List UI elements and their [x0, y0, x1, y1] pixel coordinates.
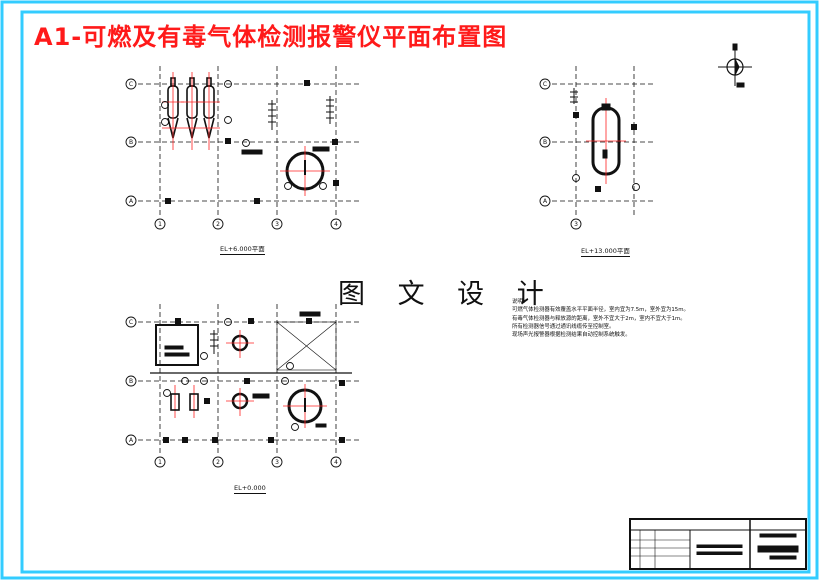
- svg-text:4: 4: [334, 459, 338, 466]
- svg-text:3: 3: [275, 221, 279, 228]
- plan-el13: [539, 66, 655, 230]
- notes-line: 有毒气体检测器与释放源的距离，室外不宜大于2m，室内不宜大于1m。: [512, 315, 686, 322]
- svg-text:2: 2: [216, 221, 220, 228]
- plan-caption-el0: EL+0.000: [234, 484, 266, 494]
- sheet-border-inner: [20, 10, 811, 574]
- svg-text:A: A: [543, 198, 548, 205]
- svg-text:C: C: [129, 319, 133, 326]
- title-block: [629, 518, 807, 570]
- notes-heading: 说明：: [512, 299, 529, 305]
- watermark-text: 图 文 设 计: [338, 279, 556, 310]
- plan-el6: [125, 66, 362, 230]
- svg-text:4: 4: [334, 221, 338, 228]
- svg-text:2: 2: [216, 459, 220, 466]
- svg-text:B: B: [129, 139, 133, 146]
- svg-text:A: A: [129, 198, 134, 205]
- plan-caption-el6: EL+6.000平面: [220, 245, 265, 255]
- svg-text:1: 1: [158, 221, 162, 228]
- drawing-title: A1-可燃及有毒气体检测报警仪平面布置图: [34, 23, 508, 51]
- notes-line: 所有检测器信号通过通讯线缆传至控制室。: [512, 323, 615, 330]
- svg-text:B: B: [129, 378, 133, 385]
- notes-line: 现场声光报警器根据检测结果自动控制系统触发。: [512, 332, 631, 339]
- north-arrow-icon: [718, 43, 752, 88]
- svg-text:3: 3: [275, 459, 279, 466]
- svg-text:C: C: [543, 81, 547, 88]
- svg-text:B: B: [543, 139, 547, 146]
- design-notes: 说明： 可燃气体检测器有效覆盖水平平面半径，室内宜为7.5m，室外宜为15m。 …: [512, 298, 689, 339]
- plan-el0: [125, 304, 362, 468]
- notes-line: 可燃气体检测器有效覆盖水平平面半径，室内宜为7.5m，室外宜为15m。: [512, 307, 689, 314]
- svg-text:C: C: [129, 81, 133, 88]
- axis-labels: C B A 1 2 3 4 C B A 3 C B A 1 2 3 4: [129, 81, 578, 466]
- svg-text:A: A: [129, 437, 134, 444]
- svg-text:3: 3: [574, 221, 578, 228]
- svg-text:1: 1: [158, 459, 162, 466]
- plan-caption-el13: EL+13.000平面: [581, 247, 630, 257]
